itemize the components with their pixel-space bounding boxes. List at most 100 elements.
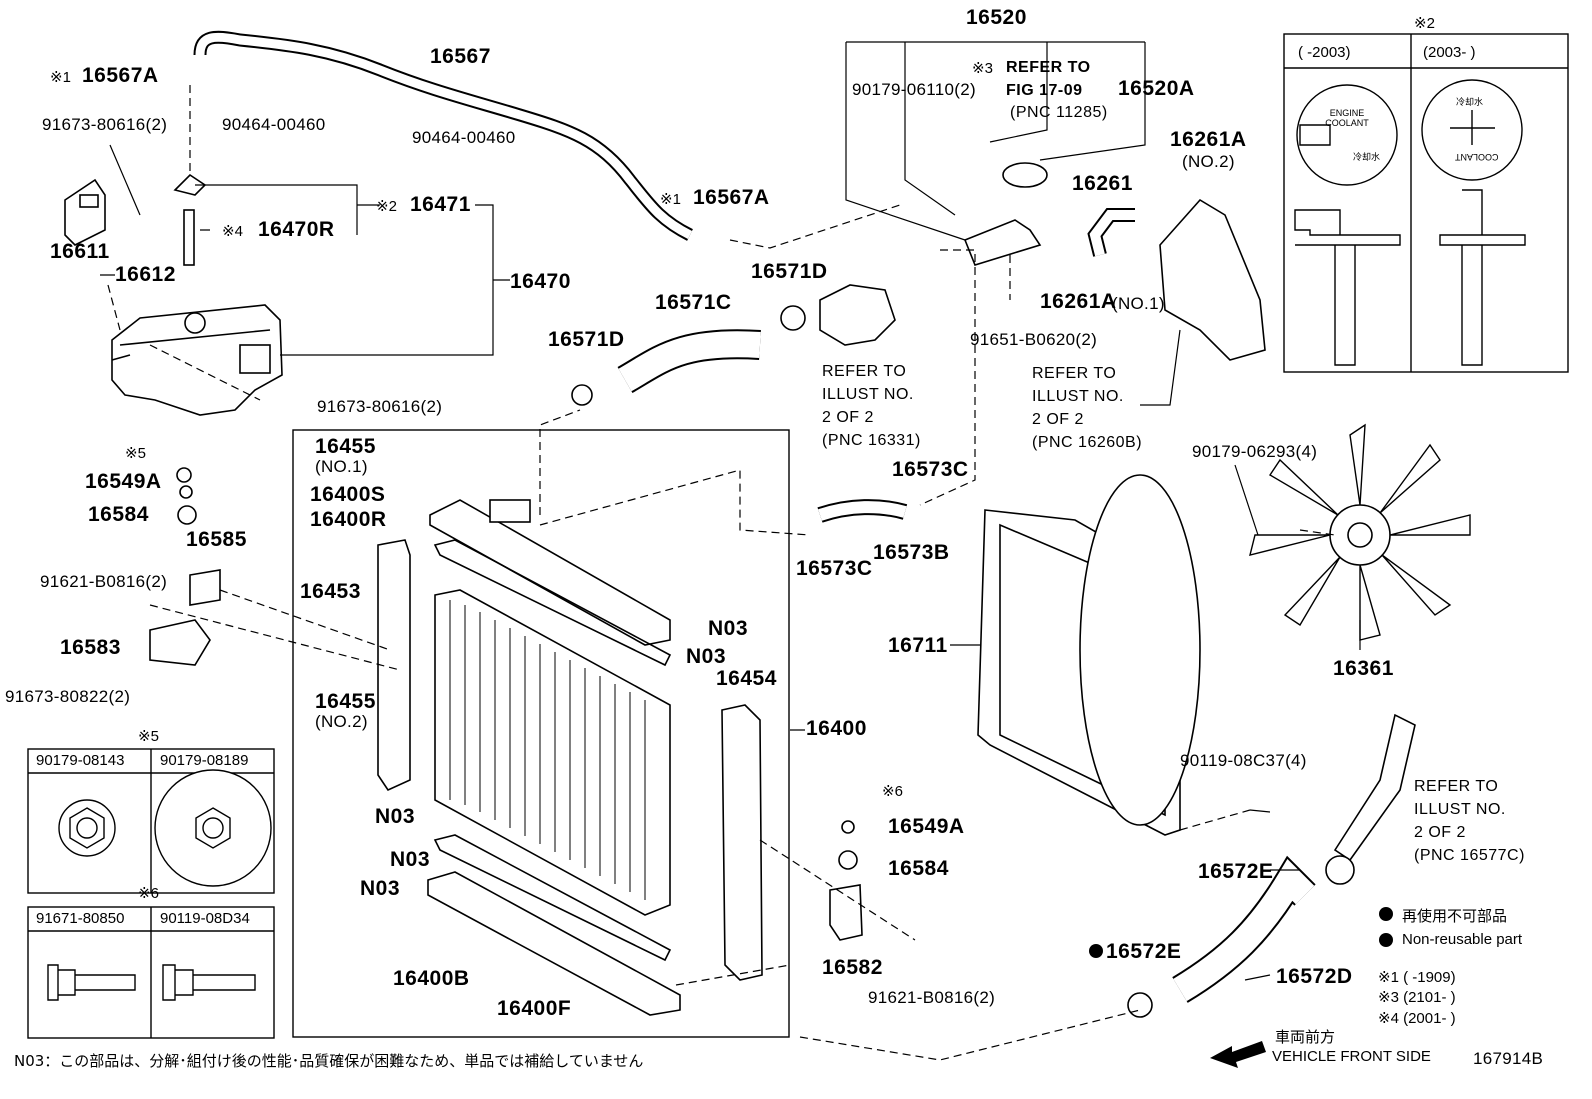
front-arrow — [1210, 1041, 1266, 1068]
table-m2-col1: ( -2003) — [1298, 44, 1351, 61]
label-16261A-no2: 16261A — [1170, 128, 1247, 151]
diagram-id: 167914B — [1473, 1049, 1544, 1068]
label-91673-80616-a: 91673-80616(2) — [42, 115, 168, 134]
refer-16260B-3: 2 OF 2 — [1032, 411, 1084, 428]
label-16453: 16453 — [300, 580, 361, 603]
label-16400R: 16400R — [310, 508, 387, 531]
refer-16331: REFER TO ILLUST NO. 2 OF 2 (PNC 16331) — [822, 360, 921, 452]
mark-6-small: ※6 — [882, 783, 903, 800]
refer-fig-line3: (PNC 11285) — [1010, 104, 1108, 121]
label-16261A-no2-suffix: (NO.2) — [1182, 152, 1235, 171]
refer-16577C-4: (PNC 16577C) — [1414, 847, 1525, 864]
mark-1-top: ※1 — [50, 69, 71, 86]
label-16567A-top: 16567A — [82, 64, 159, 87]
label-16455-no2: 16455 — [315, 690, 376, 713]
label-16471: 16471 — [410, 193, 471, 216]
filler-neck — [963, 219, 1042, 266]
label-16567A-mid: 16567A — [693, 186, 770, 209]
label-16572E-a: 16572E — [1198, 860, 1274, 883]
refer-fig-line2: FIG 17-09 — [1006, 82, 1083, 99]
legend-jp: 再使用不可部品 — [1402, 907, 1508, 925]
table-m2-mark: ※2 — [1414, 15, 1435, 32]
note-3: ※3 (2101- ) — [1378, 989, 1456, 1006]
radiator-core — [434, 589, 671, 916]
radiator-lower-tank — [427, 871, 681, 1016]
water-outlet-16331 — [819, 284, 896, 346]
support-16454 — [721, 704, 763, 981]
label-n03-1: N03 — [708, 617, 749, 640]
footnote-n03: N03：この部品は、分解･組付け後の性能･品質確保が困難なため、単品では補給して… — [14, 1052, 644, 1070]
label-16361: 16361 — [1333, 657, 1394, 680]
refer-16577C: REFER TO ILLUST NO. 2 OF 2 (PNC 16577C) — [1414, 775, 1525, 867]
label-16520: 16520 — [966, 6, 1027, 29]
label-16612: 16612 — [115, 263, 176, 286]
note-1: ※1 ( -1909) — [1378, 969, 1456, 986]
pipe-16572 — [1333, 713, 1416, 862]
label-n03-5: N03 — [360, 877, 401, 900]
table-m6-col1: 91671-80850 — [36, 910, 125, 927]
refer-16331-3: 2 OF 2 — [822, 409, 874, 426]
note-4: ※4 (2001- ) — [1378, 1010, 1456, 1027]
table-m2-cap2-jp: 冷却水 — [1456, 97, 1484, 107]
label-16400S: 16400S — [310, 483, 386, 506]
label-16573B: 16573B — [873, 541, 950, 564]
label-16455-no2-suffix: (NO.2) — [315, 712, 368, 731]
label-16572E-b: 16572E — [1106, 940, 1182, 963]
mark-4-16470R: ※4 — [222, 223, 243, 240]
refer-16577C-1: REFER TO — [1414, 778, 1499, 795]
label-16549A-left: 16549A — [85, 470, 162, 493]
label-16261A-no1: 16261A — [1040, 290, 1117, 313]
mark-1-mid: ※1 — [660, 191, 681, 208]
label-16571D-b: 16571D — [548, 328, 625, 351]
support-16453 — [377, 539, 411, 792]
label-90179-06293: 90179-06293(4) — [1192, 442, 1318, 461]
label-16470: 16470 — [510, 270, 571, 293]
label-16400B: 16400B — [393, 967, 470, 990]
label-91673-80616-b: 91673-80616(2) — [317, 397, 443, 416]
table-m2-col2: (2003- ) — [1423, 44, 1476, 61]
label-16573C-a: 16573C — [892, 458, 969, 481]
label-91651: 91651-B0620(2) — [970, 330, 1098, 349]
table-m5-col2: 90179-08189 — [160, 752, 249, 769]
table-m6-mark: ※6 — [138, 885, 159, 902]
label-16261: 16261 — [1072, 172, 1133, 195]
label-n03-4: N03 — [390, 848, 431, 871]
label-16584-right: 16584 — [888, 857, 949, 880]
label-16470R: 16470R — [258, 218, 335, 241]
label-91621-b: 91621-B0816(2) — [868, 988, 996, 1007]
label-16585: 16585 — [186, 528, 247, 551]
refer-16260B: REFER TO ILLUST NO. 2 OF 2 (PNC 16260B) — [1032, 362, 1142, 454]
front-en: VEHICLE FRONT SIDE — [1272, 1048, 1431, 1065]
label-16400F: 16400F — [497, 997, 572, 1020]
table-m5-mark: ※5 — [138, 728, 159, 745]
refer-16577C-2: ILLUST NO. — [1414, 801, 1506, 818]
bracket-16585 — [189, 569, 221, 606]
bracket-16611 — [64, 178, 106, 246]
label-16611: 16611 — [50, 240, 110, 263]
label-91673-80822: 91673-80822(2) — [5, 687, 131, 706]
table-m5-col1: 90179-08143 — [36, 752, 125, 769]
label-16584-left: 16584 — [88, 503, 149, 526]
label-16454: 16454 — [716, 667, 777, 690]
housing-16260B — [1159, 198, 1266, 361]
refer-16260B-4: (PNC 16260B) — [1032, 434, 1143, 451]
refer-16260B-1: REFER TO — [1032, 365, 1117, 382]
label-16567: 16567 — [430, 45, 491, 68]
bracket-16582 — [829, 884, 863, 941]
legend-en: Non-reusable part — [1402, 931, 1523, 948]
label-16549A-right: 16549A — [888, 815, 965, 838]
mark-2-16471: ※2 — [376, 198, 397, 215]
mark-3: ※3 — [972, 60, 993, 77]
front-jp: 車両前方 — [1275, 1028, 1336, 1046]
refer-16260B-2: ILLUST NO. — [1032, 388, 1124, 405]
mark-5-small: ※5 — [125, 445, 146, 462]
label-16455-no1-suffix: (NO.1) — [315, 457, 368, 476]
label-16572D: 16572D — [1276, 965, 1353, 988]
label-16455-no1: 16455 — [315, 435, 376, 458]
refer-16331-4: (PNC 16331) — [822, 432, 921, 449]
label-90464-a: 90464-00460 — [222, 115, 326, 134]
radiator-upper-tank — [429, 499, 671, 646]
table-m2-cap1-text: ENGINE COOLANT — [1325, 108, 1369, 128]
label-90179-06110: 90179-06110(2) — [852, 80, 976, 99]
